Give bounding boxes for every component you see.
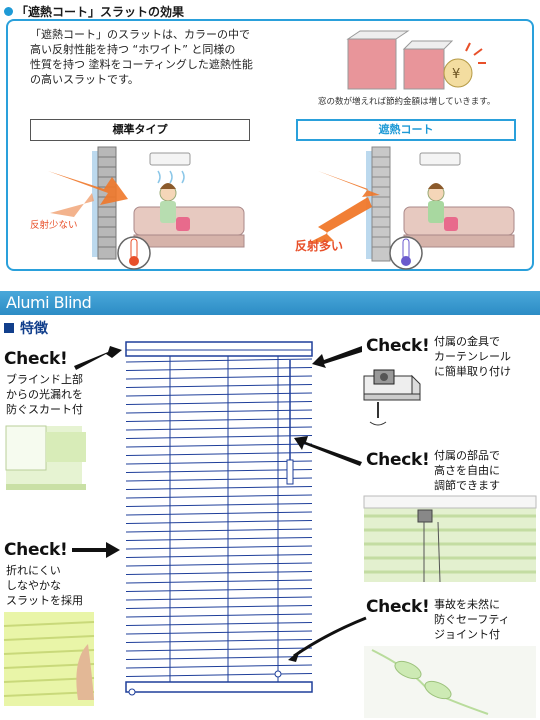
- check-label-safety: Check!: [366, 597, 430, 617]
- check-label-slat: Check!: [4, 540, 68, 560]
- blind-slat: [125, 503, 313, 507]
- heat-coat-room-scene: [308, 146, 515, 270]
- blind-slat: [125, 401, 313, 405]
- blind-slat: [125, 639, 313, 643]
- intro-text: 「遮熱コート」のスラットは、カラーの中で 高い反射性能を持つ “ホワイト” と同…: [30, 28, 253, 86]
- reflection-high-label: 反射多い: [295, 239, 344, 253]
- saving-caption: 窓の数が増えれば節約金額は増していきます。: [318, 97, 496, 107]
- banner-title: Alumi Blind: [6, 293, 92, 312]
- blind-slat: [125, 562, 313, 567]
- bullet-dot-icon: [4, 7, 13, 16]
- blind-slat: [125, 571, 313, 575]
- blind-slat: [125, 469, 313, 473]
- blind-slat: [125, 579, 313, 584]
- check-label-skirt: Check!: [4, 349, 68, 369]
- blind-slat: [125, 384, 313, 388]
- check-label-bracket: Check!: [366, 336, 430, 356]
- blind-slat: [125, 554, 313, 558]
- blind-slat: [125, 375, 313, 380]
- effect-section-title: 「遮熱コート」スラットの効果: [4, 3, 184, 20]
- feature-slat-text: 折れにくい しなやかな スラットを採用: [6, 564, 83, 607]
- blind-slat: [125, 664, 313, 669]
- blind-slat: [125, 426, 313, 431]
- blind-slat: [125, 622, 313, 626]
- blind-slat: [125, 477, 313, 482]
- blind-slat: [125, 537, 313, 541]
- standard-type-label: 標準タイプ: [30, 119, 250, 141]
- blind-slat: [125, 605, 313, 609]
- blind-slat: [125, 358, 313, 363]
- blind-slat: [125, 443, 313, 448]
- blind-slat: [125, 418, 313, 422]
- features-title: 特徴: [4, 318, 48, 338]
- blind-slat: [125, 367, 313, 371]
- blind-slat: [125, 520, 313, 524]
- savings-illustration: ¥: [346, 30, 486, 90]
- blind-slat: [125, 409, 313, 414]
- blind-slat: [125, 528, 313, 533]
- blind-slat: [125, 452, 313, 456]
- blind-slat: [125, 460, 313, 465]
- blind-slat: [125, 613, 313, 618]
- blind-slat: [125, 494, 313, 499]
- blind-slat: [125, 545, 313, 550]
- feature-safety-text: 事故を未然に 防ぐセーフティ ジョイント付: [434, 598, 510, 641]
- heat-coat-type-label: 遮熱コート: [296, 119, 516, 141]
- standard-room-scene: [48, 146, 245, 270]
- blind-slat: [125, 596, 313, 601]
- feature-skirt-text: ブラインド上部 からの光漏れを 防ぐスカート付: [6, 373, 83, 416]
- feature-bracket-text: 付属の金具で カーテンレール に簡単取り付け: [434, 335, 511, 378]
- blind-slat: [125, 647, 313, 652]
- blind-slat: [125, 588, 313, 592]
- blind-slat: [125, 435, 313, 439]
- blind-slat: [125, 630, 313, 635]
- blind-slat: [125, 511, 313, 516]
- reflection-low-label: 反射少ない: [30, 220, 78, 231]
- check-label-height: Check!: [366, 450, 430, 470]
- blind-slat: [125, 656, 313, 660]
- yen-coin-icon: ¥: [452, 67, 460, 82]
- feature-height-text: 付属の部品で 高さを自由に 調節できます: [434, 449, 500, 492]
- bullet-square-icon: [4, 323, 14, 333]
- blind-slat: [125, 486, 313, 490]
- heat-coat-effect-panel: 「遮熱コート」のスラットは、カラーの中で 高い反射性能を持つ “ホワイト” と同…: [6, 19, 534, 271]
- blind-slat: [125, 392, 313, 397]
- product-banner: Alumi Blind: [0, 291, 540, 315]
